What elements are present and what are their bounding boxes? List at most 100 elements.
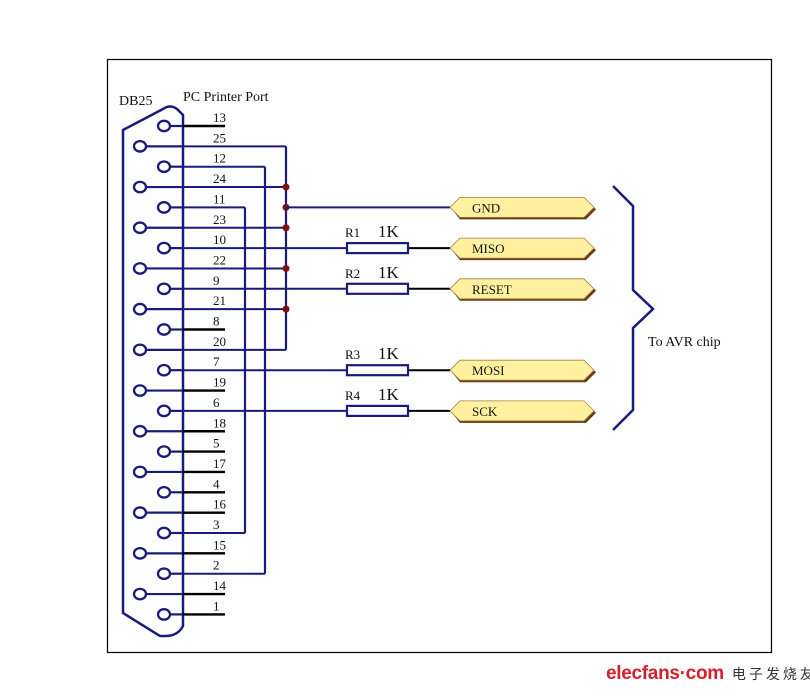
pin-number-label: 4 [213,476,220,491]
pin-1: 1 [156,598,225,621]
pin-19: 19 [132,375,226,397]
pin-pad [132,424,148,438]
resistor-body [345,282,410,295]
pin-21: 21 [132,293,286,316]
pin-pad [156,119,172,133]
pin-8: 8 [156,314,225,336]
pin-number-label: 3 [213,517,220,532]
port-mosi: MOSI [449,359,596,383]
pin-number-label: 10 [213,232,226,247]
port-sck: SCK [449,400,596,423]
pin-16: 16 [132,497,227,520]
pin-number-label: 22 [213,252,226,267]
junction-dot [282,305,290,313]
pin-5: 5 [156,436,225,458]
pin-number-label: 13 [213,110,226,125]
port-shape [449,197,595,218]
resistor-value: 1K [378,385,400,404]
pin-20: 20 [132,334,286,357]
signal-group: GND R1 1K MISO R2 1K RESET R3 1K MOSI R4 1K SCK [286,197,596,423]
port-shape [449,400,595,422]
pin-number-label: 5 [213,436,220,451]
pin-number-label: 23 [213,212,226,227]
pin-number-label: 20 [213,334,226,349]
pin-pad [156,241,172,255]
pin-pad [132,587,148,601]
pin-number-label: 6 [213,395,220,410]
resistor-value: 1K [378,344,400,363]
pin-number-label: 19 [213,375,226,390]
resistor-r2: R2 1K [345,263,450,295]
port-miso: MISO [449,237,596,261]
pin-number-label: 9 [213,273,220,288]
pin-17: 17 [132,456,227,479]
pin-pad [132,221,148,235]
pin-23: 23 [132,212,286,235]
pin-pad [132,180,148,194]
junction-dot [282,264,290,272]
pin-12: 12 [156,151,265,174]
pin-number-label: 18 [213,415,226,430]
pin-pad [156,160,172,174]
pin-11: 11 [156,191,245,214]
port-label: SCK [472,404,498,419]
db25-shell [121,105,185,638]
pin-number-label: 11 [213,191,226,206]
pin-number-label: 1 [213,598,220,613]
pin-pad [156,404,172,418]
pin-13: 13 [156,110,226,133]
pin-25: 25 [132,130,286,153]
pin-number-label: 16 [213,497,227,512]
port-label: RESET [472,282,512,297]
pin-number-label: 17 [213,456,227,471]
bracket [612,185,655,431]
pin-24: 24 [132,171,286,194]
pin-number-label: 25 [213,130,226,145]
pin-pad [132,546,148,560]
port-reset: RESET [449,278,596,301]
connector-title: PC Printer Port [183,90,269,105]
junction-dot [282,183,290,191]
pin-3: 3 [156,517,245,540]
pin-22: 22 [132,252,286,275]
pin-pad [156,282,172,296]
port-shape [449,278,595,300]
bus-group [243,146,290,574]
pin-pad [132,343,148,357]
watermark-cn: 电子发烧友 [731,667,810,683]
pin-pad [132,262,148,275]
resistor-ref: R1 [345,225,360,240]
connector-name: DB25 [119,94,152,109]
resistor-ref: R2 [345,266,360,281]
port-gnd: GND [449,197,596,220]
port-shape [449,237,595,259]
drawing-frame [106,58,773,654]
resistor-body [345,404,410,417]
pin-group: 1325122411231022921820719618517416315214… [132,110,347,621]
pin-18: 18 [132,415,226,438]
pin-pad [132,506,148,520]
port-label: MISO [472,241,505,256]
resistor-value: 1K [378,263,400,282]
pin-14: 14 [132,578,227,601]
resistor-value: 1K [378,222,400,241]
pin-pad [156,201,172,214]
resistor-body [345,364,410,377]
pin-pad [156,608,172,621]
pin-number-label: 8 [213,314,220,329]
pin-pad [132,302,148,316]
junction-dot [282,224,290,232]
resistor-r3: R3 1K [345,344,450,377]
pin-pad [132,140,148,153]
pin-pad [156,445,172,458]
resistor-ref: R4 [345,388,361,403]
pin-pad [132,465,148,479]
resistor-r4: R4 1K [345,385,450,417]
pin-pad [156,485,172,499]
resistor-ref: R3 [345,347,360,362]
pin-pad [156,323,172,336]
pin-number-label: 21 [213,293,226,308]
resistor-body [345,242,410,255]
